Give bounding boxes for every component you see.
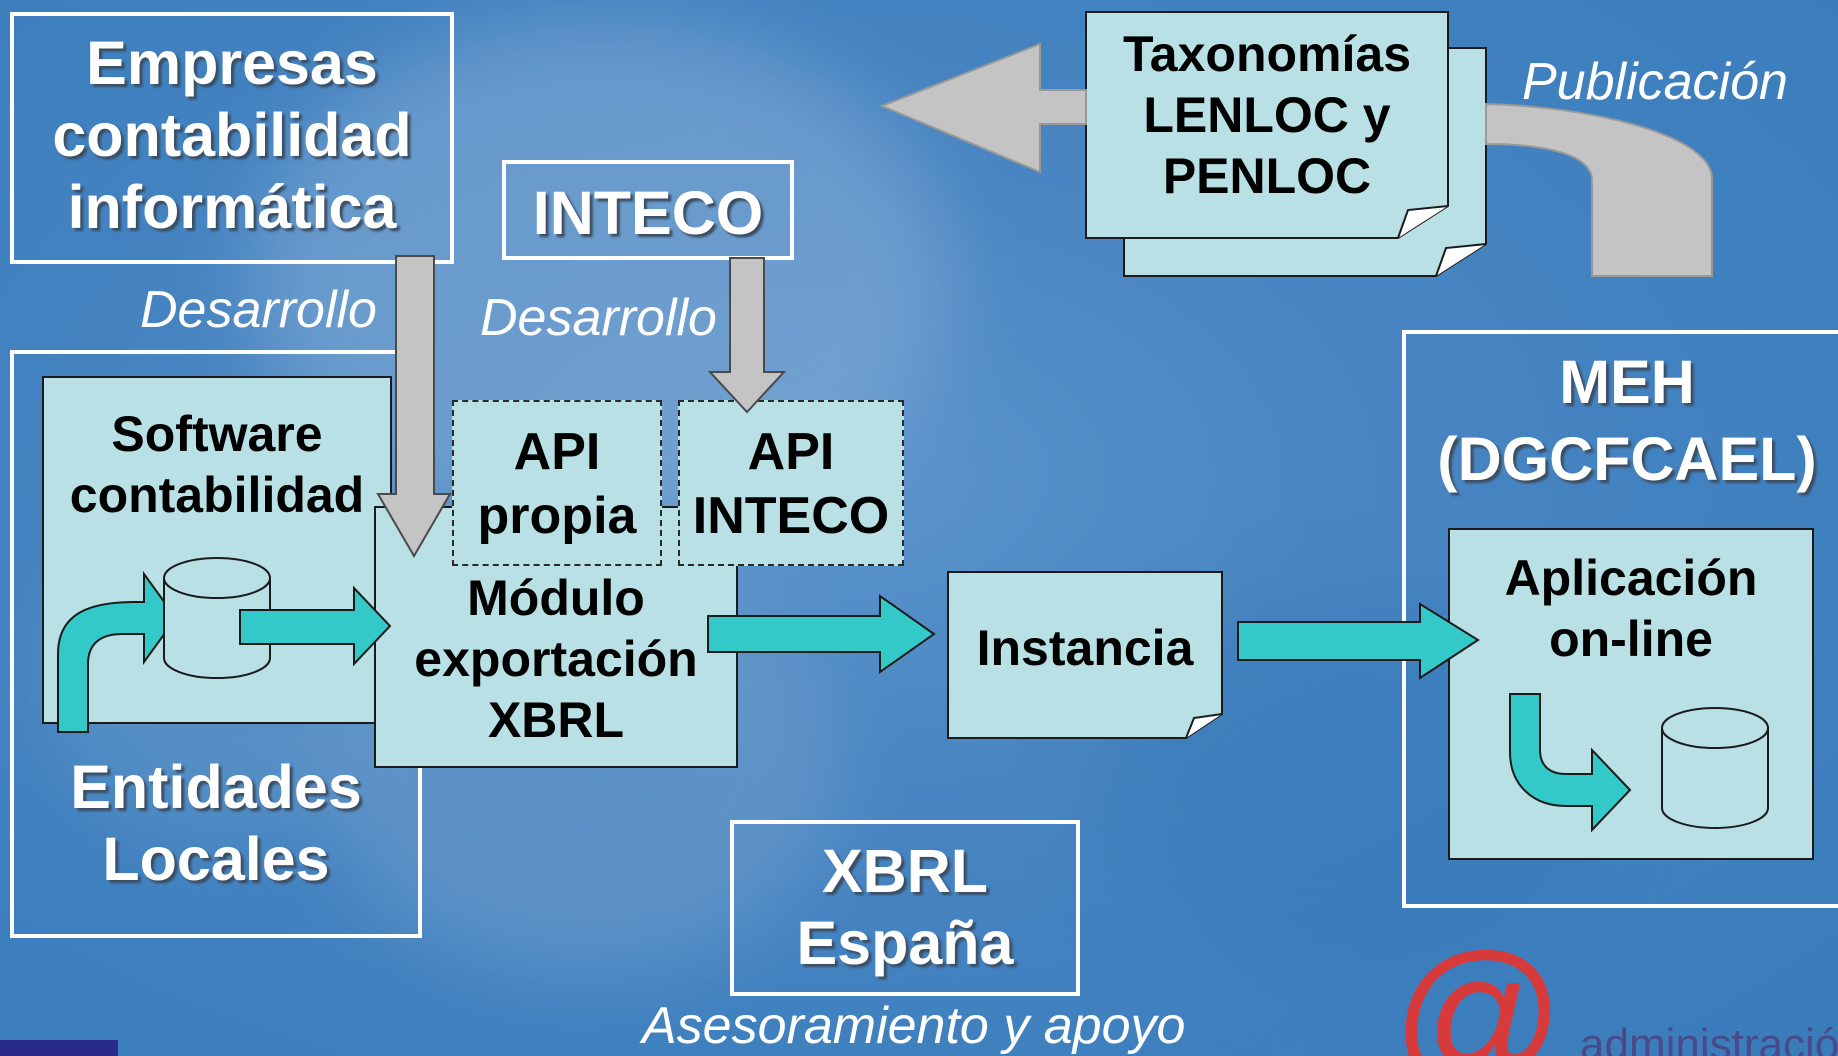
software-label: Software contabilidad xyxy=(69,406,365,523)
api-inteco-label: API INTECO xyxy=(692,423,890,546)
curved-arrow-icon xyxy=(57,570,178,733)
publicacion-label: Publicación xyxy=(1522,53,1788,111)
footer-bar xyxy=(0,1040,118,1056)
flow-arrow-modulo-to-instancia xyxy=(707,594,936,674)
entidades-title: Entidades Locales xyxy=(70,753,362,893)
taxonomias-front-page-fold xyxy=(1397,205,1449,239)
inteco-down-arrow xyxy=(707,257,787,414)
api-propia-box xyxy=(452,400,662,566)
database-icon xyxy=(1661,707,1769,829)
inteco-group xyxy=(502,160,794,260)
flow-arrow-software-to-modulo xyxy=(239,585,392,667)
taxonomias-left-arrow xyxy=(879,42,1087,174)
empresas-down-arrow xyxy=(376,255,452,558)
meh-group xyxy=(1402,330,1838,908)
bent-arrow-icon xyxy=(1509,693,1632,833)
asesoramiento-label: Asesoramiento y apoyo xyxy=(642,997,1186,1055)
api-inteco-box xyxy=(678,400,904,566)
footer-brand-text: administració xyxy=(1580,1020,1838,1056)
instancia-label: Instancia xyxy=(976,620,1194,676)
empresas-group xyxy=(10,12,454,264)
api-propia-label: API propia xyxy=(477,423,637,546)
meh-title: MEH (DGCFCAEL) xyxy=(1437,348,1817,493)
desarrollo-inteco-label: Desarrollo xyxy=(480,289,717,347)
taxonomias-label: Taxonomías LENLOC y PENLOC xyxy=(1122,26,1412,204)
publicacion-arrow xyxy=(1485,102,1713,277)
aplicacion-label: Aplicación on-line xyxy=(1504,550,1758,667)
desarrollo-empresas-label: Desarrollo xyxy=(140,281,377,339)
at-logo: @ xyxy=(1392,920,1565,1056)
inteco-title: INTECO xyxy=(532,179,764,247)
modulo-label: Módulo exportación XBRL xyxy=(414,570,698,748)
flow-arrow-instancia-to-aplicacion xyxy=(1237,602,1480,680)
xbrl-espana-title: XBRL España xyxy=(796,837,1014,977)
instancia-document-fold xyxy=(1185,713,1223,739)
xbrl-espana-group xyxy=(730,820,1080,996)
taxonomias-back-page-fold xyxy=(1435,243,1487,277)
database-icon xyxy=(163,557,271,679)
empresas-title: Empresas contabilidad informática xyxy=(52,29,412,241)
